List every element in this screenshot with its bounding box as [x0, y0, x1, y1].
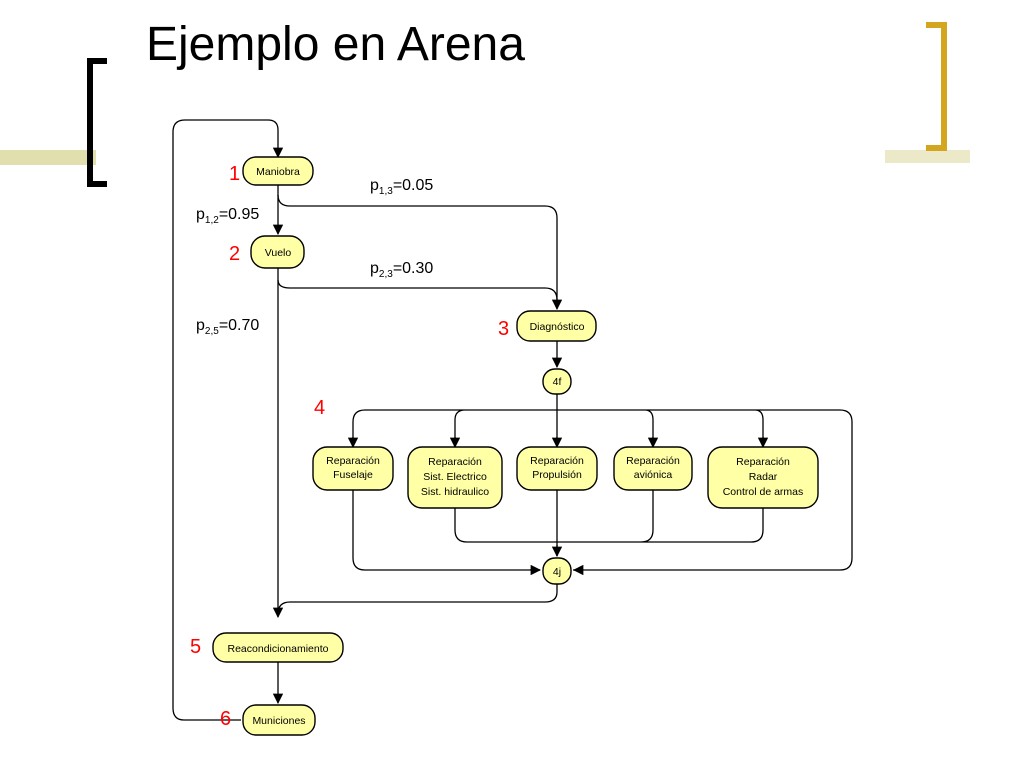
connector-branches-join	[352, 490, 764, 571]
probability-p12: p1,2=0.95	[196, 206, 259, 226]
node-reparacion-electrico: Reparación Sist. Electrico Sist. hidraul…	[407, 446, 503, 509]
node-reparacion-fuselaje: Reparación Fuselaje	[312, 446, 394, 491]
svg-text:Fuselaje: Fuselaje	[333, 469, 373, 481]
svg-text:Diagnóstico: Diagnóstico	[530, 321, 585, 333]
node-municiones: Municiones	[242, 704, 316, 736]
svg-text:4f: 4f	[553, 376, 562, 388]
connector-maniobra-diagnostico	[277, 194, 563, 311]
slide-title: Ejemplo en Arena	[146, 18, 525, 71]
step-number-4: 4	[314, 397, 325, 419]
node-vuelo: Vuelo	[250, 235, 305, 269]
svg-text:Radar: Radar	[749, 471, 778, 483]
probability-p13: p1,3=0.05	[370, 177, 433, 197]
svg-text:Municiones: Municiones	[252, 715, 305, 727]
step-number-2: 2	[229, 243, 240, 265]
svg-text:Sist. Electrico: Sist. Electrico	[423, 471, 487, 483]
connector-join-reacondicionamiento	[277, 584, 558, 615]
svg-text:Reparación: Reparación	[428, 456, 482, 468]
svg-text:4j: 4j	[553, 566, 561, 578]
svg-text:aviónica: aviónica	[634, 469, 673, 481]
left-bracket	[87, 58, 107, 187]
svg-text:Reparación: Reparación	[326, 455, 380, 467]
connector-vuelo-diagnostico	[277, 279, 558, 301]
probability-p25: p2,5=0.70	[196, 317, 259, 337]
svg-text:Reparación: Reparación	[530, 455, 584, 467]
svg-text:Maniobra: Maniobra	[256, 166, 300, 178]
svg-text:Propulsión: Propulsión	[532, 469, 582, 481]
connector-loop-return	[172, 119, 284, 721]
node-reparacion-propulsion: Reparación Propulsión	[516, 446, 598, 491]
step-number-3: 3	[498, 318, 509, 340]
connectors	[172, 119, 853, 721]
node-fork-4f: 4f	[542, 368, 572, 395]
svg-text:Reacondicionamiento: Reacondicionamiento	[228, 643, 329, 655]
node-maniobra: Maniobra	[242, 156, 314, 186]
svg-text:Reparación: Reparación	[736, 456, 790, 468]
node-reparacion-avionica: Reparación aviónica	[613, 446, 693, 491]
right-bracket	[926, 22, 947, 151]
connector-fork-branches	[352, 394, 853, 571]
svg-text:Sist. hidraulico: Sist. hidraulico	[421, 486, 489, 498]
probability-p23: p2,3=0.30	[370, 260, 433, 280]
node-join-4j: 4j	[542, 557, 572, 585]
step-number-6: 6	[220, 708, 231, 730]
node-reparacion-radar: Reparación Radar Control de armas	[707, 446, 819, 509]
node-diagnostico: Diagnóstico	[516, 310, 597, 342]
right-accent-bar	[885, 150, 970, 163]
step-number-1: 1	[229, 163, 240, 185]
svg-text:Vuelo: Vuelo	[265, 247, 292, 259]
svg-text:Control de armas: Control de armas	[723, 486, 804, 498]
node-reacondicionamiento: Reacondicionamiento	[212, 632, 344, 663]
left-accent-bar	[0, 150, 96, 165]
step-number-5: 5	[190, 636, 201, 658]
svg-text:Reparación: Reparación	[626, 455, 680, 467]
